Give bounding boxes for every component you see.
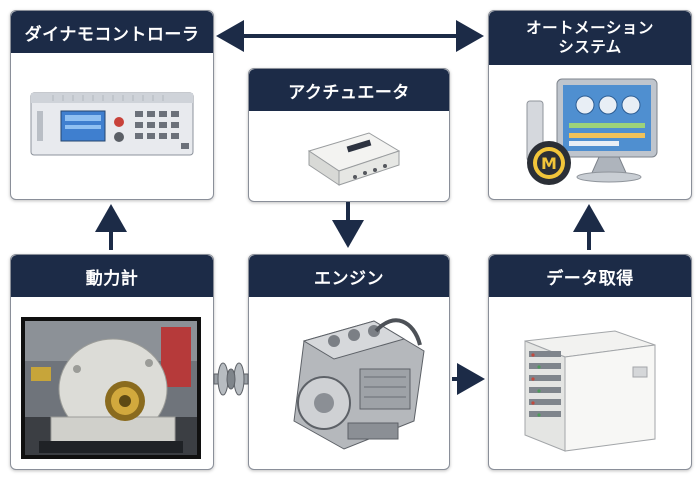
dynamometer-photo bbox=[21, 317, 201, 459]
actuator-box-icon bbox=[307, 132, 401, 186]
automation-system-box: オートメーション システム M bbox=[488, 10, 692, 200]
data-acquisition-cabinet-icon bbox=[524, 330, 656, 452]
monitor-steering-wheel-icon: M bbox=[526, 78, 658, 185]
automation-system-title: オートメーション システム bbox=[489, 11, 691, 65]
engine-box: エンジン bbox=[248, 254, 450, 470]
engine-icon bbox=[293, 318, 425, 450]
automation-system-title-line1: オートメーション bbox=[526, 19, 654, 37]
data-acquisition-box: データ取得 bbox=[488, 254, 692, 470]
data-acquisition-title: データ取得 bbox=[489, 255, 691, 297]
shaft-coupling-icon bbox=[213, 362, 249, 396]
dynamo-controller-rack-icon bbox=[30, 92, 194, 156]
actuator-title: アクチュエータ bbox=[249, 69, 449, 111]
automation-badge-letter: M bbox=[541, 154, 557, 173]
dynamo-controller-title: ダイナモコントローラ bbox=[11, 11, 213, 53]
actuator-box: アクチュエータ bbox=[248, 68, 450, 202]
dynamo-controller-box: ダイナモコントローラ bbox=[10, 10, 214, 200]
dynamometer-box: 動力計 bbox=[10, 254, 214, 470]
dynamometer-title: 動力計 bbox=[11, 255, 213, 297]
automation-system-title-line2: システム bbox=[558, 38, 622, 56]
engine-title: エンジン bbox=[249, 255, 449, 297]
